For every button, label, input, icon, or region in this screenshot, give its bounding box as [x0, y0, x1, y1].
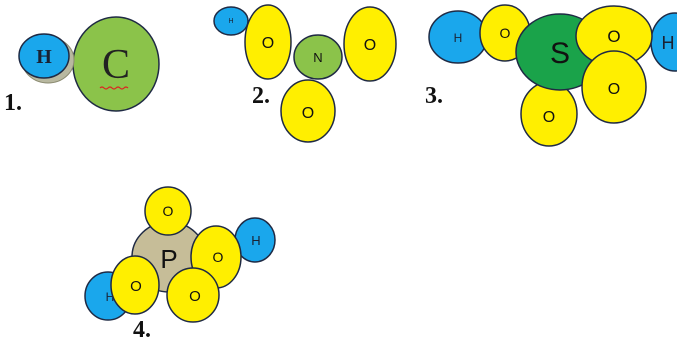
molecule-number-2: 2. [252, 83, 270, 109]
atom-label-o: O [130, 278, 142, 295]
atom-oxygen [144, 186, 192, 236]
atom-label-s: S [550, 37, 570, 70]
atom-label-o: O [608, 81, 620, 98]
molecule-number-3: 3. [425, 83, 443, 109]
atom-label-o: O [607, 27, 620, 46]
atom-label-c: C [102, 42, 130, 88]
atom-oxygen [280, 79, 336, 143]
molecule-number-1: 1. [4, 90, 22, 116]
atom-oxygen [110, 255, 160, 315]
atom-oxygen [166, 267, 220, 323]
molecule-number-4: 4. [133, 317, 151, 340]
atom-label-o: O [543, 109, 555, 126]
atom-oxygen [343, 6, 397, 82]
spellcheck-squiggle [99, 86, 129, 90]
atom-oxygen [244, 4, 292, 80]
atom-nitrogen [293, 34, 343, 80]
molecule-3: O H O S H O O 3. [425, 4, 677, 147]
atom-label-n: N [313, 50, 322, 65]
atom-hydrogen [18, 33, 70, 79]
atom-label-o: O [213, 249, 224, 265]
atom-label-o: O [163, 203, 174, 219]
atom-label-h: H [228, 18, 233, 25]
molecule-1: C H 1. [4, 16, 160, 116]
atom-oxygen [581, 50, 647, 124]
atom-label-h: H [662, 33, 675, 53]
atom-label-o: O [189, 288, 201, 305]
atom-label-p: P [160, 244, 177, 274]
atom-label-o: O [364, 37, 376, 54]
molecule-4: P O H O H O O 4. [84, 186, 276, 340]
atom-label-o: O [262, 35, 274, 52]
atom-hydrogen [213, 6, 249, 36]
atom-label-o: O [302, 105, 314, 122]
atom-label-h: H [106, 290, 115, 304]
atom-label-h: H [251, 233, 260, 248]
atom-label-h: H [36, 46, 52, 68]
molecule-2: H O O O N 2. [213, 4, 397, 143]
atom-label-o: O [500, 25, 511, 41]
atom-label-h: H [454, 31, 463, 45]
